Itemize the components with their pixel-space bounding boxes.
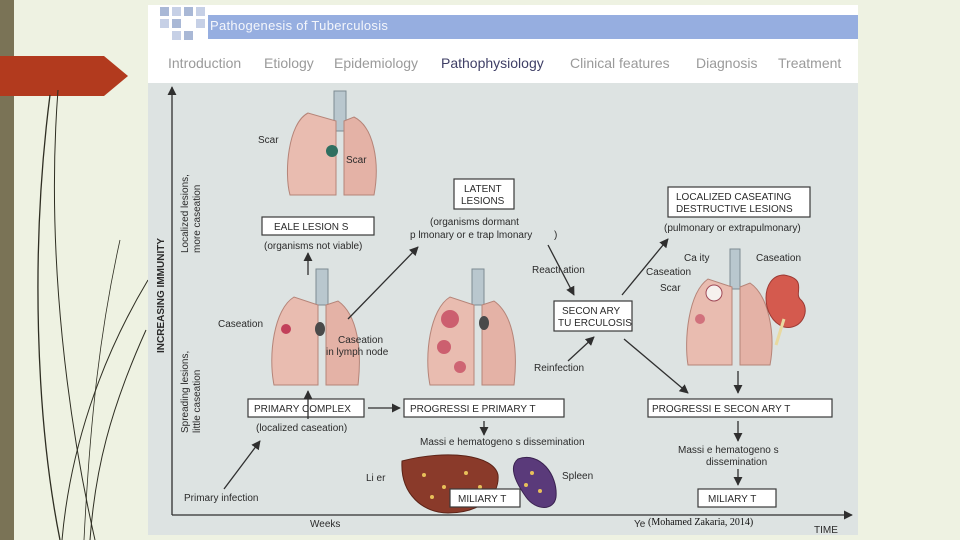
x-axis-years: Ye [634,519,646,530]
diagram-svg: INCREASING IMMUNITY Localized lesions, m… [156,86,853,535]
title-strip [208,15,858,39]
label-spleen: Spleen [562,471,593,482]
decorative-curves [37,89,149,540]
box-healed-lesions [261,216,375,236]
nav-tab-introduction[interactable]: Introduction [168,55,242,71]
primary-lung-illustration [271,268,360,386]
red-arrow-marker [0,56,128,96]
nav-tabs: Introduction Etiology Epidemiology Patho… [168,55,858,75]
slide: Pathogenesis of Tuberculosis Introductio… [148,5,858,535]
label-paren: ) [554,230,557,241]
label-scar-2: Scar [346,155,367,166]
label-caseation-left: Caseation [218,319,263,330]
box-progressive-primary [403,398,565,418]
label-latent-1: LATENT [464,184,502,195]
label-localized-2: DESTRUCTIVE LESIONS [676,204,793,215]
label-caseation-right: Caseation [646,267,691,278]
label-caseation-node-1: Caseation [338,335,383,346]
progressive-lung-illustration [427,268,516,386]
label-secondary-2: TU ERCULOSIS [558,318,632,329]
label-miliary-right: MILIARY T [708,494,756,505]
y-axis-label: INCREASING IMMUNITY [156,238,167,353]
nav-tab-etiology[interactable]: Etiology [264,55,314,71]
label-organisms-dormant: (organisms dormant [430,217,519,228]
y-bottom-label-2: little caseation [192,370,203,433]
pathogenesis-diagram: INCREASING IMMUNITY Localized lesions, m… [148,83,858,535]
label-massive-right-1: Massi e hematogeno s [678,445,779,456]
label-pulmonary-extra: p lmonary or e trap lmonary [410,230,532,241]
label-massive-right-2: dissemination [706,457,767,468]
box-latent-lesions [453,178,515,210]
y-top-label-2: more caseation [192,185,203,253]
label-massive-left: Massi e hematogeno s dissemination [420,437,585,448]
y-bottom-label-1: Spreading lesions, [180,351,191,433]
x-axis-time: TIME [814,525,838,535]
nav-tab-treatment[interactable]: Treatment [778,55,842,71]
label-caseation-kidney: Caseation [756,253,801,264]
label-primary-infection: Primary infection [184,493,258,504]
box-localized-caseating [667,186,811,218]
spleen-illustration [513,456,557,508]
label-healed-lesions: EALE LESION S [274,222,349,233]
label-liver: Li er [366,473,386,484]
slide-title: Pathogenesis of Tuberculosis [210,18,389,33]
label-localized-1: LOCALIZED CASEATING [676,192,792,203]
flow-arrows [223,238,743,490]
label-organisms-not-viable: (organisms not viable) [264,241,362,252]
label-secondary-1: SECON ARY [562,306,620,317]
label-latent-2: LESIONS [461,196,505,207]
left-decor-bar [0,0,14,540]
label-scar-right: Scar [660,283,681,294]
box-progressive-secondary [647,398,833,418]
secondary-lung-illustration [686,248,773,366]
kidney-illustration [765,274,806,346]
label-progressive-secondary: PROGRESSI E SECON ARY T [652,404,790,415]
box-miliary-right [697,488,777,508]
label-reactivation: Reacti ation [532,265,585,276]
label-reinfection: Reinfection [534,363,584,374]
nav-tab-clinical-features[interactable]: Clinical features [570,55,670,71]
label-scar-1: Scar [258,135,279,146]
citation: (Mohamed Zakaria, 2014) [648,517,754,528]
label-caseation-node-2: in lymph node [326,347,389,358]
label-miliary-left: MILIARY T [458,494,506,505]
label-primary-complex: PRIMARY COMPLEX [254,404,351,415]
nav-tab-diagnosis[interactable]: Diagnosis [696,55,758,71]
label-cavity: Ca ity [684,253,710,264]
healed-lung-illustration [286,90,377,196]
label-progressive-primary: PROGRESSI E PRIMARY T [410,404,536,415]
x-axis-weeks: Weeks [310,519,340,530]
label-localized-caseation: (localized caseation) [256,423,347,434]
title-bar: Pathogenesis of Tuberculosis [148,5,858,45]
box-secondary-tb [553,300,633,332]
y-top-label-1: Localized lesions, [180,174,191,253]
box-miliary-left [449,488,521,508]
nav-tab-epidemiology[interactable]: Epidemiology [334,55,419,71]
label-pulm-extrapulm: (pulmonary or extrapulmonary) [664,223,801,234]
nav-tab-pathophysiology[interactable]: Pathophysiology [441,55,544,71]
